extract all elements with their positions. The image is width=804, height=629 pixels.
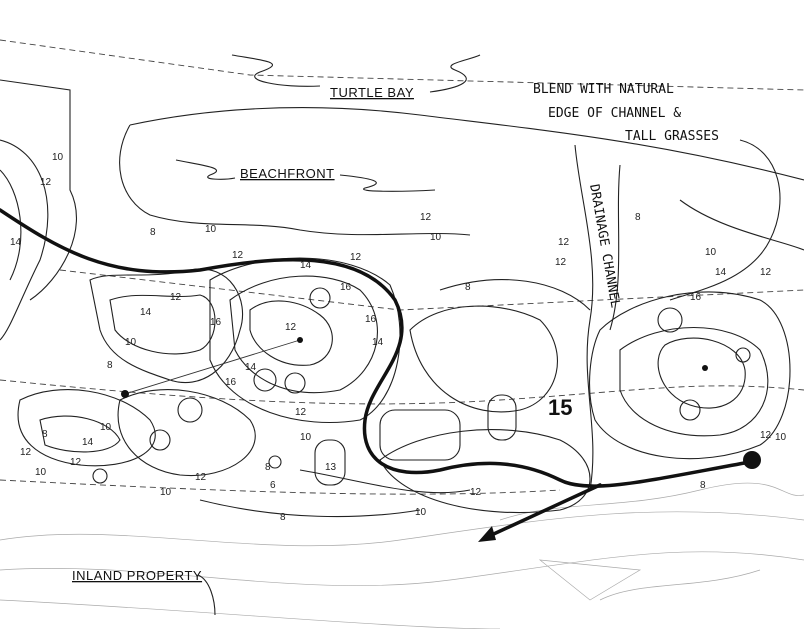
contour-number: 12 — [285, 322, 297, 333]
contour-number: 10 — [160, 487, 172, 498]
contour-number: 10 — [100, 422, 112, 433]
contour-number: 10 — [125, 337, 137, 348]
contour-number: 16 — [225, 377, 237, 388]
contour-number: 8 — [265, 462, 271, 473]
contour-number: 16 — [365, 314, 377, 325]
entry-arrowhead — [478, 526, 496, 542]
contour-number: 12 — [420, 212, 432, 223]
contour-number: 12 — [295, 407, 307, 418]
shoreline — [129, 107, 804, 181]
contour-number: 10 — [35, 467, 47, 478]
contour-number: 10 — [52, 152, 64, 163]
contour-number: 14 — [300, 260, 312, 271]
contour-number: 6 — [270, 480, 276, 491]
contour-number: 10 — [415, 507, 427, 518]
contour-number: 16 — [690, 292, 702, 303]
note-line-1: BLEND WITH NATURAL — [533, 82, 674, 97]
contour-number: 10 — [300, 432, 312, 443]
contour-number: 12 — [555, 257, 567, 268]
contour-number: 8 — [700, 480, 706, 491]
contour-number: 16 — [340, 282, 352, 293]
contour-numbers: 10 12 14 8 10 12 14 12 16 16 14 12 10 8 … — [10, 152, 787, 523]
contour-number: 12 — [760, 267, 772, 278]
contour-number: 14 — [82, 437, 94, 448]
elevation-15: 15 — [548, 395, 572, 420]
contour-number: 12 — [470, 487, 482, 498]
road-end-node — [743, 451, 761, 469]
contour-number: 10 — [430, 232, 442, 243]
label-inland-property: INLAND PROPERTY — [72, 568, 202, 583]
contour-number: 10 — [775, 432, 787, 443]
contour-number: 8 — [42, 429, 48, 440]
contour-number: 14 — [715, 267, 727, 278]
note-line-3: TALL GRASSES — [625, 129, 719, 144]
contour-number: 12 — [70, 457, 82, 468]
contour-number: 12 — [20, 447, 32, 458]
direction-arrows — [175, 54, 781, 616]
contour-number: 8 — [107, 360, 113, 371]
contour-number: 16 — [210, 317, 222, 328]
contour-number: 8 — [465, 282, 471, 293]
contour-number: 10 — [705, 247, 717, 258]
note-line-2: EDGE OF CHANNEL & — [548, 106, 681, 121]
contour-number: 12 — [558, 237, 570, 248]
contour-number: 12 — [350, 252, 362, 263]
contour-number: 12 — [40, 177, 52, 188]
label-turtle-bay: TURTLE BAY — [330, 85, 414, 100]
contour-number: 14 — [372, 337, 384, 348]
contour-number: 12 — [232, 250, 244, 261]
contour-number: 13 — [325, 462, 337, 473]
contour-number: 12 — [170, 292, 182, 303]
contour-number: 14 — [10, 237, 22, 248]
shore-edge-left — [0, 79, 77, 301]
contour-number: 12 — [760, 430, 772, 441]
contour-number: 8 — [635, 212, 641, 223]
label-beachfront: BEACHFRONT — [240, 166, 335, 181]
entry-arrow — [483, 483, 602, 540]
pond-features — [92, 287, 751, 486]
contour-number: 10 — [205, 224, 217, 235]
contour-number: 8 — [150, 227, 156, 238]
contour-number: 12 — [195, 472, 207, 483]
contour-number: 8 — [280, 512, 286, 523]
main-road — [0, 208, 752, 488]
contour-number: 14 — [140, 307, 152, 318]
contour-number: 14 — [245, 362, 257, 373]
